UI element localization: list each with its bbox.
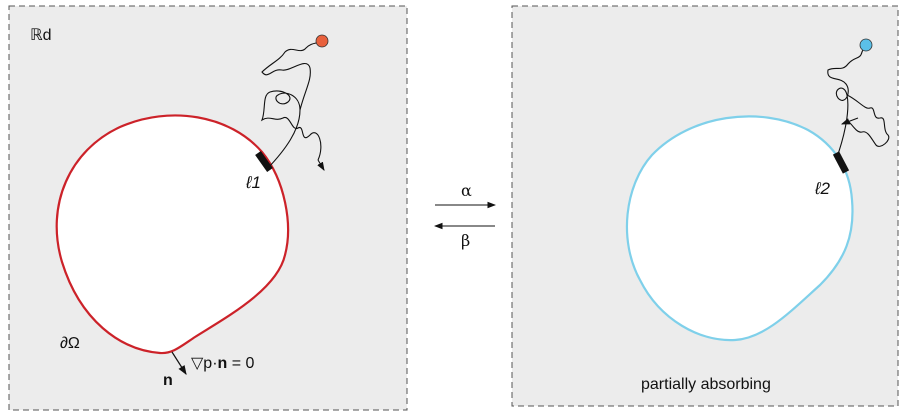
right-panel: ℓ2 partially absorbing xyxy=(511,5,899,407)
boundary-label: ∂Ω xyxy=(60,335,80,352)
normal-label: n xyxy=(163,372,173,389)
left-absorbing-window xyxy=(255,150,273,173)
normal-vector-arrow xyxy=(171,351,187,376)
bc-prefix: ▽p· xyxy=(191,355,218,372)
right-domain-boundary xyxy=(625,115,854,342)
left-trajectory-arrowhead xyxy=(317,159,325,171)
space-label: ℝd xyxy=(30,27,52,44)
backward-rate-label: β xyxy=(461,231,470,250)
partially-absorbing-caption: partially absorbing xyxy=(641,376,771,393)
left-domain-boundary xyxy=(55,114,290,355)
right-particle xyxy=(859,38,873,52)
left-particle xyxy=(315,34,329,48)
left-particle-trajectory xyxy=(260,40,323,169)
right-trajectory-arrowhead xyxy=(840,117,859,125)
left-panel: ℝd ℓ1 ∂Ω n ▽p·n = 0 xyxy=(8,5,408,411)
switching-arrows: α β xyxy=(433,181,497,250)
bc-suffix: = 0 xyxy=(227,355,254,372)
forward-rate-label: α xyxy=(461,181,472,200)
right-window-label: ℓ2 xyxy=(814,179,830,198)
left-window-label: ℓ1 xyxy=(245,173,261,192)
right-absorbing-window xyxy=(832,151,850,174)
bc-normal: n xyxy=(218,355,228,372)
right-particle-trajectory xyxy=(827,44,890,161)
boundary-condition: ▽p·n = 0 xyxy=(191,355,255,372)
